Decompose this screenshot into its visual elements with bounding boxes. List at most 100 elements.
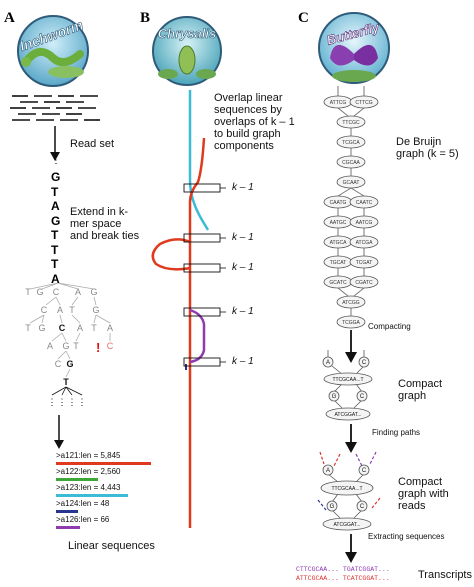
kmer-node: ATGCA (330, 240, 348, 246)
kmer-node: ATTCG (330, 100, 347, 106)
kmer-node: CGATC (355, 280, 373, 286)
svg-text:T: T (91, 323, 97, 333)
compact-graph-with-reads: A C TTCGCAA...T G C ATCGGAT... (317, 451, 381, 531)
svg-text:T: T (63, 377, 69, 387)
kmer-node: AATGC (330, 220, 347, 226)
compact-node-a: A (326, 360, 330, 366)
tie-exclamation: ! (96, 340, 101, 355)
de-bruijn-label: De Bruijn graph (k = 5) (396, 136, 459, 160)
transcript-left: CTTCGCAA... (296, 566, 339, 573)
sequence-bar-a122 (56, 478, 98, 481)
kmer-node: ATCGG (342, 300, 360, 306)
read-set-label: Read set (70, 138, 115, 150)
extracting-label: Extracting sequences (368, 532, 445, 541)
butterfly-logo: Butterfly (318, 12, 390, 84)
kmer-node: AATCG (356, 220, 373, 226)
svg-text:G: G (92, 305, 99, 315)
extracting-arrow (345, 534, 357, 563)
seq-letter: A (51, 271, 60, 286)
finding-paths-arrow (345, 424, 357, 453)
reads-node-c: C (362, 468, 367, 474)
sequence-bar-a121 (56, 462, 151, 465)
svg-text:T: T (25, 287, 31, 297)
seq-letter: T (51, 257, 59, 271)
kmer-node: TTCGC (342, 120, 360, 126)
svg-text:T: T (73, 341, 79, 351)
de-bruijn-graph: ATTCG CTTCG TTCGC TCGCA CGCAA GCAAT CAAT… (323, 86, 379, 329)
reads-node-g: G (330, 504, 335, 510)
seq-letter: T (51, 242, 59, 257)
kmer-node: GCAAT (343, 180, 360, 186)
sequence-label-a122: >a122:len = 2,560 (56, 467, 121, 476)
svg-text:C: C (53, 287, 60, 297)
compact-graph-label: Compact graph (398, 378, 443, 402)
transcripts-label: Transcripts (418, 569, 472, 581)
overlap-label-5: k – 1 (232, 356, 254, 367)
sequence-label-a126: >a126:len = 66 (56, 515, 110, 524)
linear-sequences-caption: Linear sequences (68, 540, 155, 552)
compact-node-c: C (362, 360, 367, 366)
svg-text:C: C (59, 323, 66, 333)
seq-letter: G (51, 170, 61, 184)
seq-letter: T (51, 228, 59, 242)
svg-text:C: C (107, 341, 114, 351)
transcript-row: ATTCGCAA...TCATCGGAT... (296, 574, 390, 583)
transcript-row: CTTCGCAA...TGATCGGAT... (296, 565, 390, 574)
kmer-node: TCGGA (342, 320, 360, 326)
compact-node-bottom: ATCGGAT... (334, 412, 361, 418)
kmer-node: CAATG (330, 200, 347, 206)
seq-letter: G (51, 213, 61, 228)
kmer-node: ATCGA (356, 240, 374, 246)
reads-node-cc: C (360, 504, 365, 510)
kmer-node: CTTCG (355, 100, 372, 106)
svg-text:A: A (77, 323, 83, 333)
kmer-node: GCATC (329, 280, 347, 286)
svg-text:A: A (57, 305, 63, 315)
inchworm-logo: Inchworm (17, 15, 89, 87)
compact-node-top: TTCGCAA...T (332, 377, 363, 383)
sequence-bar-a124 (56, 510, 78, 513)
read-set-dashes (10, 95, 100, 121)
chrysalis-logo-text: Chrysalis (158, 26, 217, 41)
svg-text:G: G (36, 287, 43, 297)
compacting-label: Compacting (368, 322, 411, 331)
chrysalis-logo: Chrysalis (152, 16, 222, 86)
panel-a-letter: A (4, 10, 15, 26)
transcript-right: TGATCGGAT... (342, 566, 390, 573)
compact-node-cc: C (360, 394, 365, 400)
svg-text:A: A (107, 323, 113, 333)
sequence-label-a121: >a121:len = 5,845 (56, 451, 121, 460)
kmer-node: TCGCA (342, 140, 360, 146)
extend-dots: ⋮ (51, 155, 61, 166)
svg-text:A: A (75, 287, 81, 297)
svg-text:G: G (38, 323, 45, 333)
compact-node-g: G (332, 394, 337, 400)
overlap-label-2: k – 1 (232, 232, 254, 243)
sequence-letters: G T A G T T T A (51, 170, 60, 286)
svg-text:G: G (66, 359, 73, 369)
panel-b-letter: B (140, 10, 151, 26)
overlap-label-3: k – 1 (232, 262, 254, 273)
reads-node-bottom: ATCGGAT... (333, 522, 360, 528)
chrysalis-description: Overlap linear sequences by overlaps of … (214, 92, 295, 152)
kmer-node: TCGAT (356, 260, 373, 266)
overlap-graph (151, 90, 226, 528)
svg-text:G: G (90, 287, 97, 297)
transcripts-list: CTTCGCAA...TGATCGGAT... ATTCGCAA...TCATC… (296, 565, 390, 583)
svg-text:⋮: ⋮ (58, 397, 67, 407)
svg-text:⋮: ⋮ (78, 397, 87, 407)
extend-label: Extend in k-mer space and break ties (70, 206, 140, 242)
seq-letter: A (51, 199, 60, 213)
svg-text:G: G (62, 341, 69, 351)
kmer-node: CAATC (356, 200, 373, 206)
svg-text:C: C (55, 359, 62, 369)
svg-text:⋮: ⋮ (48, 397, 57, 407)
overlap-label-1: k – 1 (232, 182, 254, 193)
read-set-arrow (50, 126, 60, 161)
compact-reads-label: Compact graph with reads (398, 476, 449, 512)
transcript-right: TCATCGGAT... (342, 575, 390, 582)
compact-graph: A C TTCGCAA...T G C ATCGGAT... (322, 350, 373, 421)
reads-node-top: TTCGCAA...T (331, 486, 362, 492)
sequence-label-a124: >a124:len = 48 (56, 499, 110, 508)
kmer-node: CGCAA (342, 160, 360, 166)
